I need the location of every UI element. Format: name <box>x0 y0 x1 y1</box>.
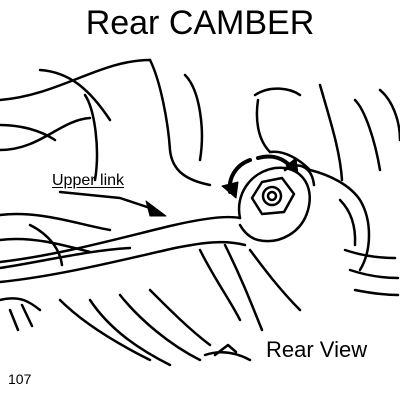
rear-view-label: Rear View <box>266 337 368 362</box>
upper-link-label: Upper link <box>52 172 125 189</box>
diagram-title: Rear CAMBER <box>85 4 315 42</box>
page-number: 107 <box>8 371 32 387</box>
